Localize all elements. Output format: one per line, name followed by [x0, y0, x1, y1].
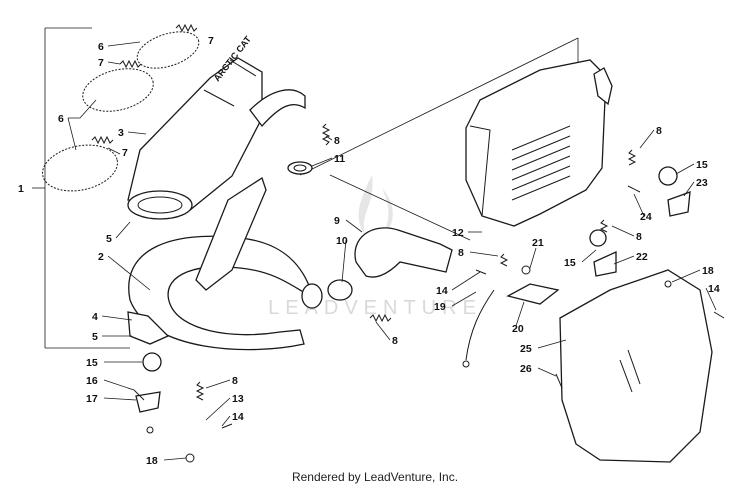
manifold — [327, 227, 453, 301]
callout-3: 3 — [118, 127, 124, 139]
callout-18b: 18 — [702, 265, 714, 277]
callout-14a: 14 — [232, 411, 244, 423]
callout-1: 1 — [18, 183, 24, 195]
heat-plate — [127, 176, 267, 345]
callout-5b: 5 — [92, 331, 98, 343]
perspective-lines — [299, 37, 579, 241]
callout-6b: 6 — [58, 113, 64, 125]
callout-20: 20 — [512, 323, 524, 335]
callout-25: 25 — [520, 343, 532, 355]
callout-4: 4 — [92, 311, 98, 323]
callout-6a: 6 — [98, 41, 104, 53]
heat-shield — [465, 59, 613, 227]
exhaust-pipe — [128, 89, 323, 351]
assembly-bracket — [32, 27, 130, 349]
callout-9: 9 — [334, 215, 340, 227]
callout-5a: 5 — [106, 233, 112, 245]
callout-24: 24 — [640, 211, 652, 223]
callout-8e: 8 — [636, 231, 642, 243]
callout-7a: 7 — [208, 35, 214, 47]
callout-21: 21 — [532, 237, 544, 249]
callout-16: 16 — [86, 375, 98, 387]
cable — [462, 289, 495, 368]
callout-8d: 8 — [458, 247, 464, 259]
gasket — [287, 161, 313, 175]
callout-14c: 14 — [708, 283, 720, 295]
callout-15c: 15 — [696, 159, 708, 171]
clamp-spring — [91, 23, 198, 145]
callout-8c: 8 — [232, 375, 238, 387]
callout-15b: 15 — [564, 257, 576, 269]
callout-8a: 8 — [334, 135, 340, 147]
callout-22: 22 — [636, 251, 648, 263]
brackets — [135, 191, 691, 413]
clamp-ring — [42, 31, 200, 192]
springs — [195, 123, 637, 401]
callout-14b: 14 — [436, 285, 448, 297]
callout-12: 12 — [452, 227, 464, 239]
callout-19: 19 — [434, 301, 446, 313]
callout-15a: 15 — [86, 357, 98, 369]
callout-11: 11 — [334, 153, 345, 165]
callout-2: 2 — [98, 251, 104, 263]
callout-8b: 8 — [392, 335, 398, 347]
callout-7b: 7 — [98, 57, 104, 69]
callout-8f: 8 — [656, 125, 662, 137]
svg-text:LEADVENTURE: LEADVENTURE — [268, 297, 482, 319]
footer-credit: Rendered by LeadVenture, Inc. — [291, 470, 459, 484]
callout-labels: 1 2 3 4 5 5 6 6 7 7 7 8 8 8 8 8 8 9 10 1… — [18, 35, 720, 467]
callout-26: 26 — [520, 363, 532, 375]
callout-13: 13 — [232, 393, 244, 405]
lower-cover — [559, 269, 713, 463]
leader-lines — [67, 41, 717, 461]
callout-18a: 18 — [146, 455, 158, 467]
rubber-bumpers — [142, 166, 678, 372]
callout-7c: 7 — [122, 147, 128, 159]
callout-10: 10 — [336, 235, 348, 247]
callout-17: 17 — [86, 393, 98, 405]
callout-23: 23 — [696, 177, 708, 189]
